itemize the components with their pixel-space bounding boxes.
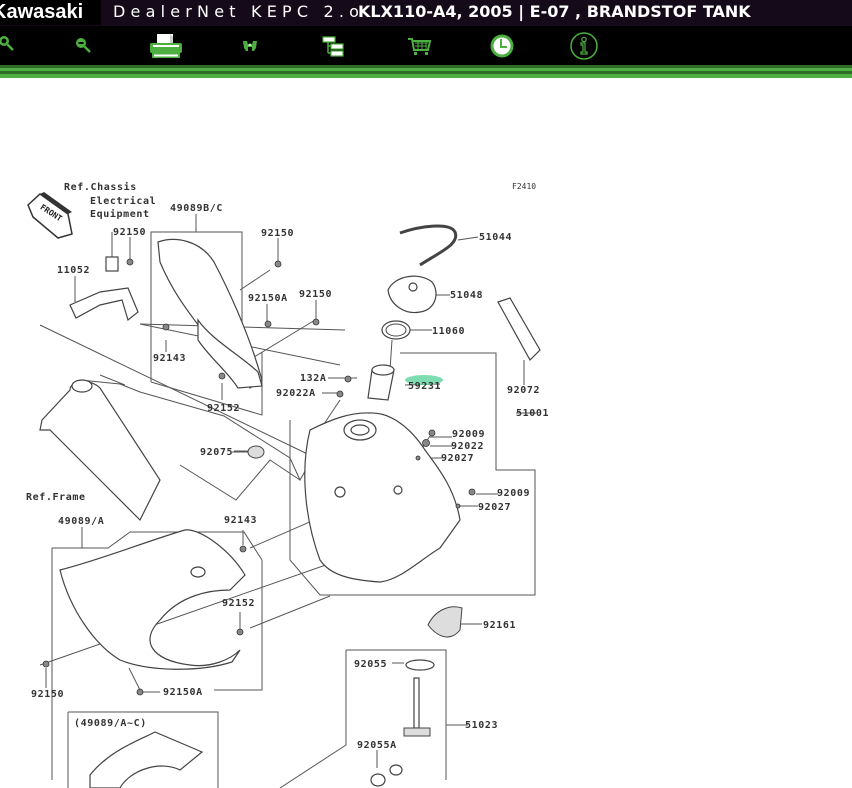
callout-51023[interactable]: 51023 [465, 720, 498, 731]
callout-92150[interactable]: 92150 [31, 689, 64, 700]
callout-92150[interactable]: 92150 [113, 227, 146, 238]
callout-11060[interactable]: 11060 [432, 326, 465, 337]
callout-59231[interactable]: 59231 [408, 381, 441, 392]
magnifier-minus-icon [76, 38, 91, 53]
callout-49089bc[interactable]: 49089B/C [170, 203, 223, 214]
tree-view-button[interactable] [316, 30, 350, 62]
callout-92027[interactable]: 92027 [441, 453, 474, 464]
callout-92152[interactable]: 92152 [207, 403, 240, 414]
callout-132a[interactable]: 132A [300, 373, 326, 384]
callout-92152[interactable]: 92152 [222, 598, 255, 609]
front-arrow-icon: FRONT [27, 192, 73, 239]
clock-icon [490, 34, 514, 58]
zoom-in-button[interactable] [0, 30, 26, 62]
exploded-view: F2410 FRONT Ref.Chassis Electrical Equip… [26, 181, 549, 788]
header-divider [0, 65, 852, 78]
model-select-button[interactable] [233, 30, 267, 62]
callout-92055a[interactable]: 92055A [357, 740, 397, 751]
note-electrical: Electrical [90, 195, 156, 207]
callout-92009[interactable]: 92009 [497, 488, 530, 499]
tree-icon [322, 36, 344, 57]
callout-92027[interactable]: 92027 [478, 502, 511, 513]
callout-51044[interactable]: 51044 [479, 232, 512, 243]
figure-code: F2410 [512, 182, 536, 191]
callout-92055[interactable]: 92055 [354, 659, 387, 670]
callout-51001[interactable]: 51001 [516, 408, 549, 419]
magnifier-plus-icon [0, 36, 14, 51]
callout-92072[interactable]: 92072 [507, 385, 540, 396]
callout-92075[interactable]: 92075 [200, 447, 233, 458]
info-button[interactable] [567, 30, 601, 62]
highlight-marker [405, 375, 443, 385]
kawasaki-logo: Kawasaki [0, 0, 101, 25]
callout-92150[interactable]: 92150 [299, 289, 332, 300]
title-bar: Kawasaki DealerNet KEPC 2.o KLX110-A4, 2… [0, 0, 852, 26]
note-group-49089: (49089/A~C) [74, 718, 147, 729]
callout-92161[interactable]: 92161 [483, 620, 516, 631]
app-name: DealerNet KEPC 2.o [113, 2, 365, 21]
callout-92022[interactable]: 92022 [451, 441, 484, 452]
callout-92143[interactable]: 92143 [153, 353, 186, 364]
callout-labels: 49089B/C 92150 92150 11052 92150A 92150 … [31, 203, 549, 751]
callout-51048[interactable]: 51048 [450, 290, 483, 301]
group-frames [39, 214, 536, 788]
parts-diagram: F2410 FRONT Ref.Chassis Electrical Equip… [0, 78, 852, 788]
toolbar [0, 26, 852, 66]
note-ref-frame: Ref.Frame [26, 492, 86, 503]
cart-button[interactable] [402, 30, 436, 62]
callout-92009[interactable]: 92009 [452, 429, 485, 440]
history-button[interactable] [485, 30, 519, 62]
note-equipment: Equipment [90, 208, 150, 220]
page-title: KLX110-A4, 2005 | E-07 , BRANDSTOF TANK [358, 2, 751, 21]
printer-icon [150, 34, 182, 58]
print-button[interactable] [146, 30, 186, 62]
motorcycle-icon [243, 41, 257, 51]
callout-49089a[interactable]: 49089/A [58, 516, 104, 527]
callout-92143[interactable]: 92143 [224, 515, 257, 526]
callout-92022a[interactable]: 92022A [276, 388, 316, 399]
part-shapes [39, 224, 541, 788]
callout-92150a[interactable]: 92150A [163, 687, 203, 698]
callout-11052[interactable]: 11052 [57, 265, 90, 276]
cart-icon [408, 38, 432, 55]
callout-92150[interactable]: 92150 [261, 228, 294, 239]
zoom-out-button[interactable] [65, 30, 99, 62]
callout-92150a[interactable]: 92150A [248, 293, 288, 304]
info-icon [570, 32, 598, 60]
note-ref-chassis: Ref.Chassis [64, 181, 137, 193]
